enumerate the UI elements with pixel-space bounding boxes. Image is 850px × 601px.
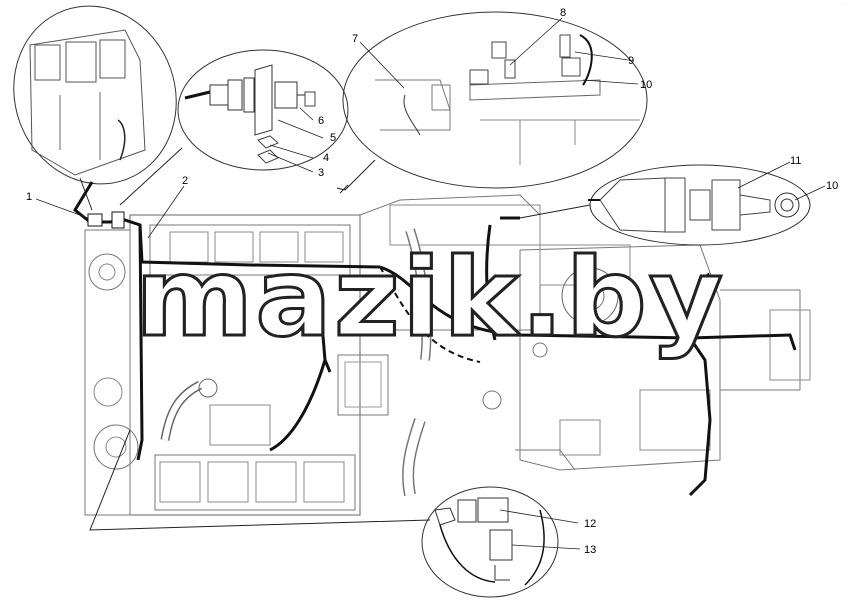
callout-10-right: 10 xyxy=(826,180,838,192)
callout-12: 12 xyxy=(584,518,596,530)
sensor-bottom-inset xyxy=(421,486,559,598)
callout-3: 3 xyxy=(318,167,324,179)
dashed-harness xyxy=(379,266,481,363)
callout-1: 1 xyxy=(26,191,32,203)
callout-13: 13 xyxy=(584,544,596,556)
engine-block xyxy=(84,194,811,516)
leader-lines xyxy=(79,147,591,531)
callout-8: 8 xyxy=(560,7,566,19)
corner-mark: · xyxy=(842,2,844,8)
sensor-inset xyxy=(342,11,648,189)
wiring-harness xyxy=(73,181,797,497)
watermark: mazik.by xyxy=(135,236,725,361)
connector-inset xyxy=(177,49,349,171)
callout-leaders xyxy=(35,17,826,550)
callout-4: 4 xyxy=(323,152,329,164)
callout-6: 6 xyxy=(318,115,324,127)
callout-7: 7 xyxy=(352,33,358,45)
connector-1 xyxy=(87,211,125,229)
switch-inset xyxy=(588,164,811,246)
callout-5: 5 xyxy=(330,132,336,144)
callout-9: 9 xyxy=(628,55,634,67)
callout-10-top: 10 xyxy=(640,79,652,91)
callout-labels: 1 2 3 4 5 6 7 8 9 10 10 11 12 13 xyxy=(26,7,838,556)
callout-2: 2 xyxy=(182,175,188,187)
callout-11: 11 xyxy=(790,155,801,167)
cab-inset xyxy=(13,5,177,185)
